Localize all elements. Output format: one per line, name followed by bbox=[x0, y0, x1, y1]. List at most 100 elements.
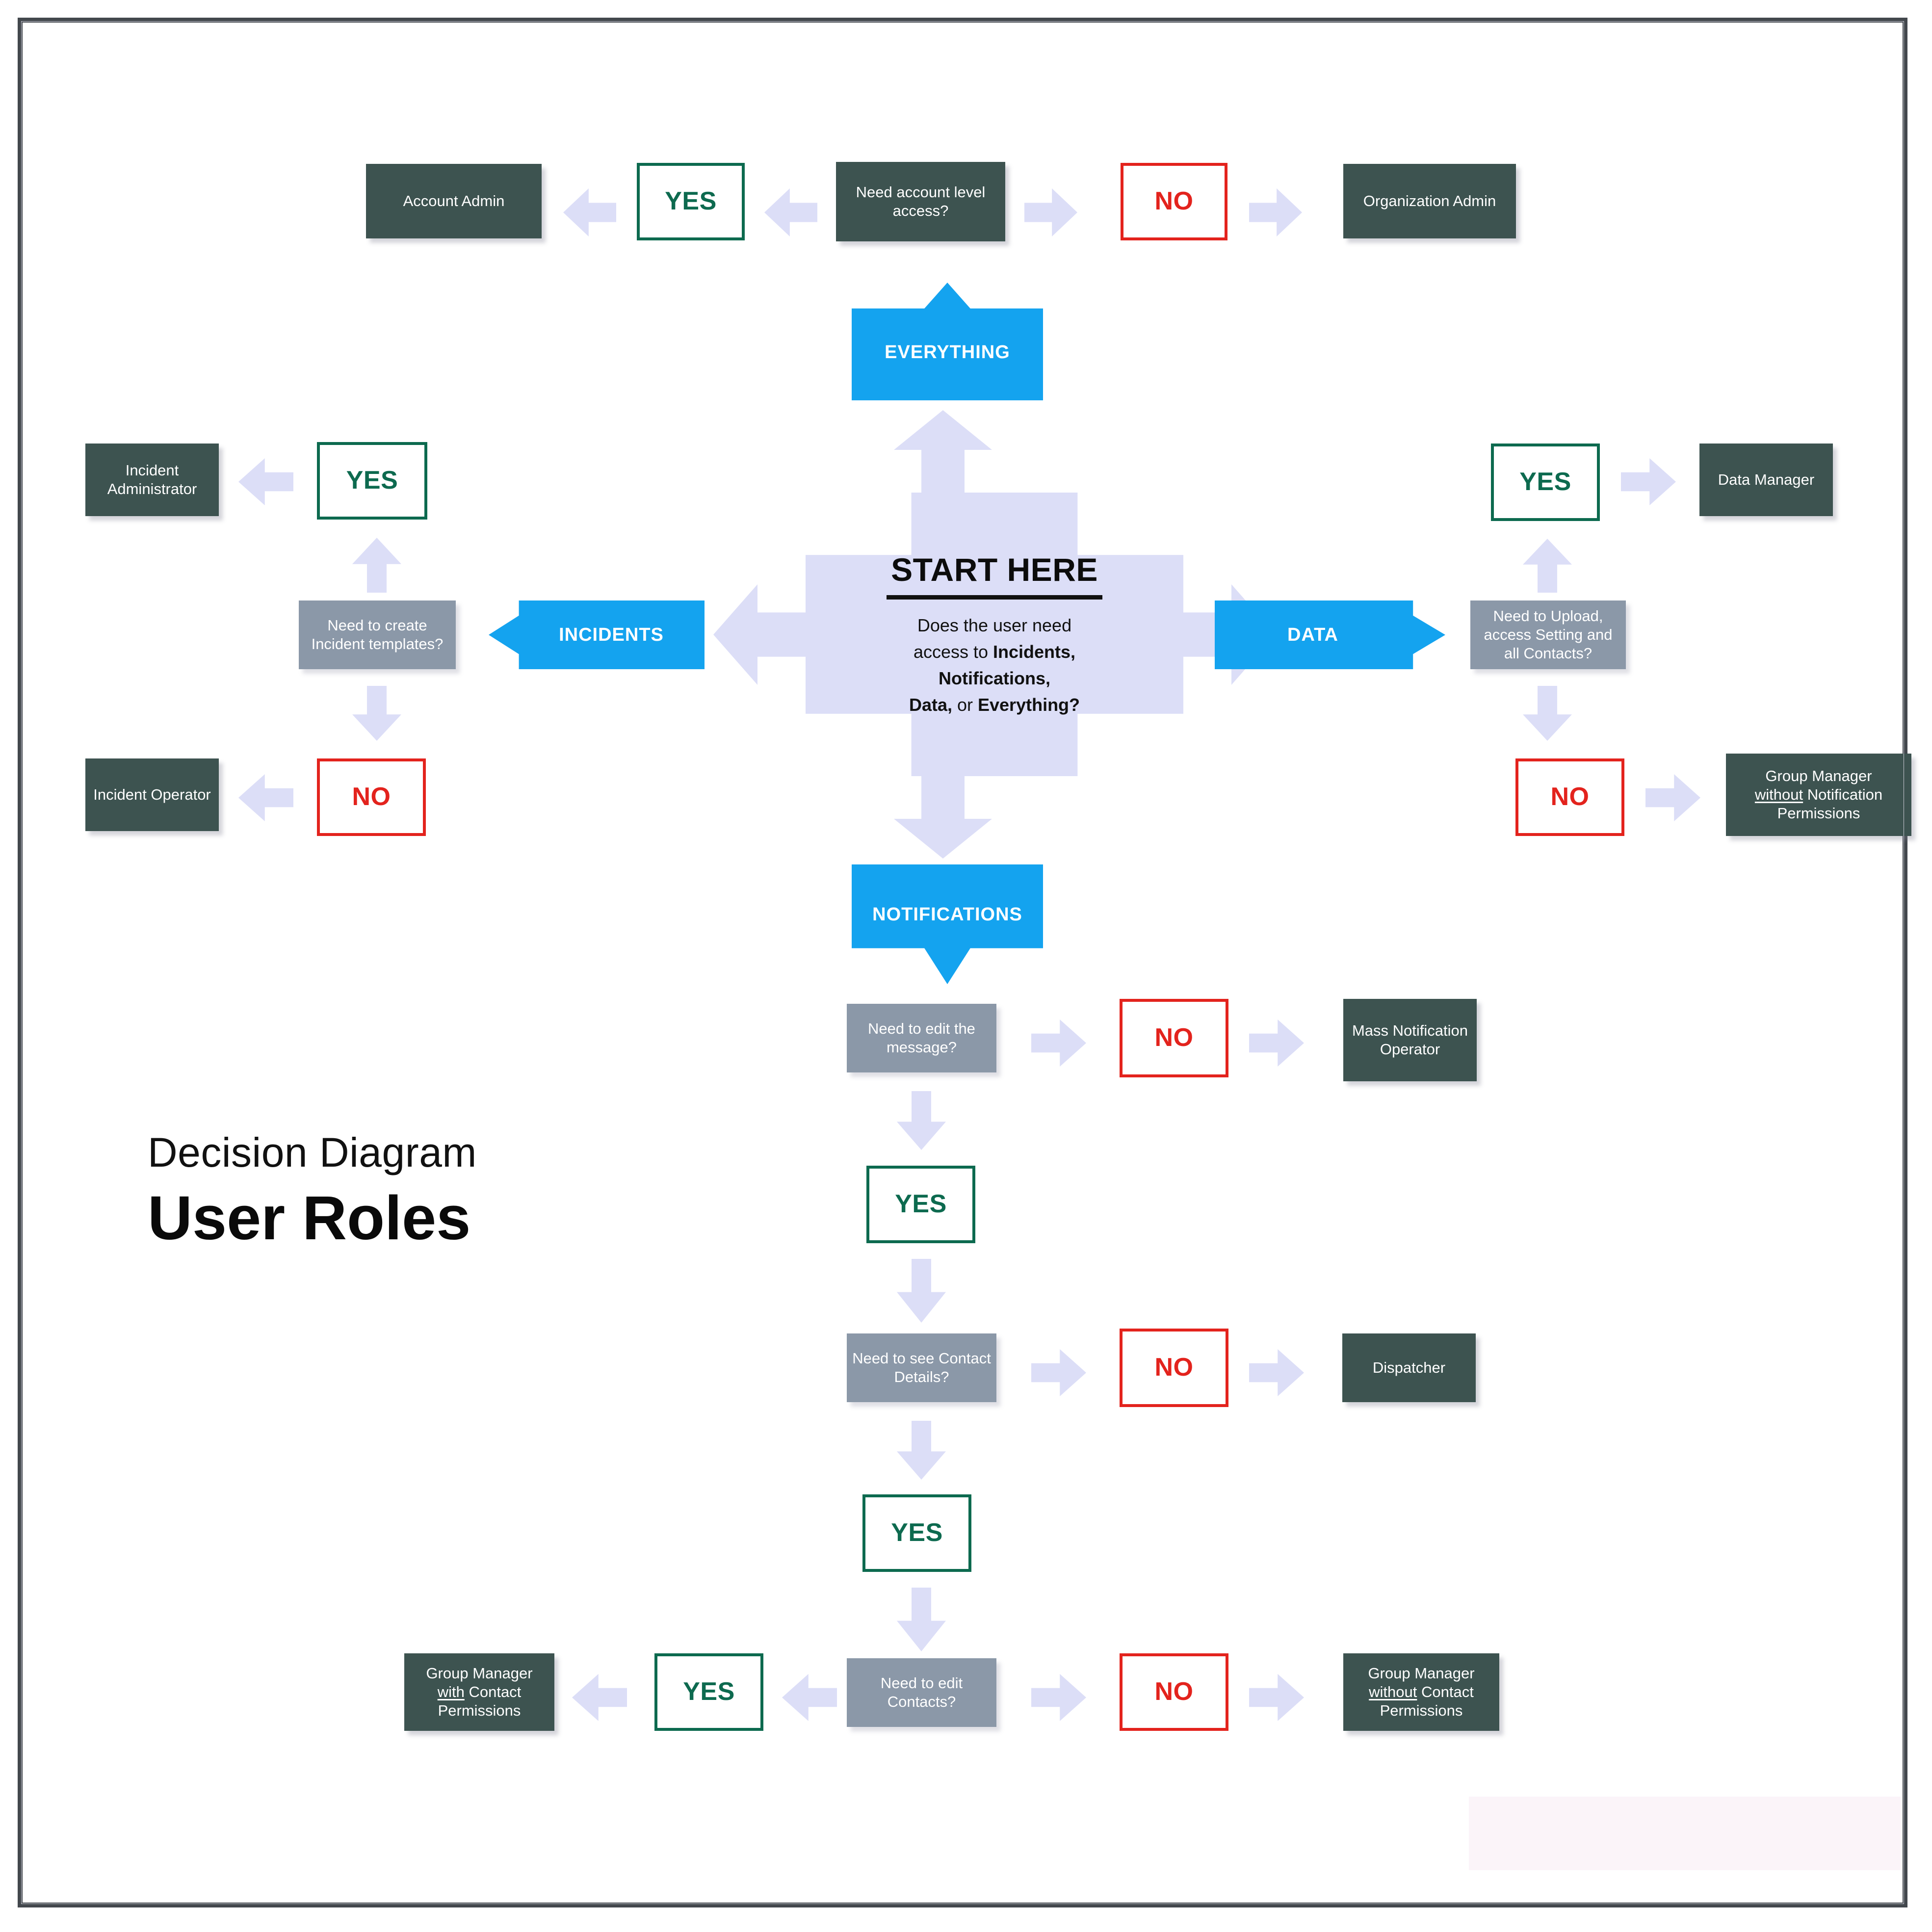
start-q-line2-bold: Incidents, bbox=[993, 641, 1076, 662]
token-no-contact-details[interactable]: NO bbox=[1120, 1329, 1228, 1407]
node-dispatcher[interactable]: Dispatcher bbox=[1342, 1333, 1476, 1402]
arrow-yes-to-edit-contacts bbox=[897, 1588, 946, 1651]
arrow-templates-to-no bbox=[352, 686, 401, 741]
arrow-no-to-dispatcher bbox=[1249, 1349, 1304, 1396]
arrow-yes-to-account-admin bbox=[563, 188, 616, 236]
node-dispatcher-label: Dispatcher bbox=[1372, 1359, 1446, 1377]
arrow-no-to-organization-admin bbox=[1249, 188, 1302, 236]
node-gm-without-contact-permissions[interactable]: Group Manager without Contact Permission… bbox=[1343, 1653, 1499, 1731]
arrow-edit-contacts-to-yes bbox=[782, 1674, 837, 1721]
node-account-level-question-label: Need account level access? bbox=[856, 183, 986, 219]
node-upload-settings-question[interactable]: Need to Upload, access Setting and all C… bbox=[1470, 600, 1626, 669]
node-account-admin[interactable]: Account Admin bbox=[366, 164, 542, 238]
node-organization-admin-label: Organization Admin bbox=[1363, 192, 1496, 210]
node-gm-with-contact-permissions[interactable]: Group Manager with Contact Permissions bbox=[404, 1653, 554, 1731]
node-incident-operator[interactable]: Incident Operator bbox=[85, 758, 219, 831]
token-no-label: NO bbox=[1154, 187, 1194, 216]
arrow-start-to-incidents bbox=[713, 584, 811, 685]
token-yes-edit-message[interactable]: YES bbox=[866, 1166, 975, 1243]
node-account-admin-label: Account Admin bbox=[403, 192, 505, 210]
node-data-manager-label: Data Manager bbox=[1718, 471, 1815, 489]
token-no-label: NO bbox=[1154, 1353, 1194, 1382]
token-no-account-level[interactable]: NO bbox=[1121, 163, 1227, 240]
gm-no-notif-line2b: Notification bbox=[1803, 786, 1883, 804]
arrow-upload-to-no bbox=[1523, 686, 1572, 741]
node-organization-admin[interactable]: Organization Admin bbox=[1343, 164, 1516, 238]
node-account-level-question[interactable]: Need account level access? bbox=[836, 162, 1005, 241]
token-no-upload-settings[interactable]: NO bbox=[1515, 758, 1624, 836]
node-gm-without-notification[interactable]: Group Manager without Notification Permi… bbox=[1726, 754, 1911, 836]
arrow-start-to-notifications bbox=[894, 770, 992, 859]
headline-title: User Roles bbox=[148, 1183, 471, 1253]
token-yes-label: YES bbox=[895, 1190, 947, 1219]
empty-placeholder-panel bbox=[1469, 1797, 1901, 1870]
arrow-contact-details-to-no bbox=[1031, 1349, 1086, 1396]
token-yes-contact-details[interactable]: YES bbox=[862, 1494, 971, 1572]
token-yes-account-level[interactable]: YES bbox=[637, 163, 745, 240]
node-edit-message-question[interactable]: Need to edit the message? bbox=[847, 1004, 996, 1072]
gm-no-notif-line3: Permissions bbox=[1777, 804, 1860, 822]
branch-data[interactable] bbox=[1215, 600, 1445, 669]
token-no-incident-templates[interactable]: NO bbox=[317, 758, 426, 836]
headline-subtitle: Decision Diagram bbox=[148, 1129, 477, 1175]
node-data-manager[interactable]: Data Manager bbox=[1699, 444, 1833, 516]
start-here-block: START HERE Does the user need access to … bbox=[806, 493, 1183, 776]
gm-no-notif-without: without bbox=[1754, 786, 1803, 804]
node-incident-templates-question[interactable]: Need to create Incident templates? bbox=[299, 600, 456, 669]
start-here-divider bbox=[887, 595, 1102, 600]
gm-without-underline: without bbox=[1369, 1683, 1417, 1701]
branch-incidents[interactable] bbox=[489, 600, 705, 669]
arrow-no-to-mass-notification-operator bbox=[1249, 1019, 1304, 1067]
gm-with-line1: Group Manager bbox=[426, 1665, 533, 1682]
token-no-edit-message[interactable]: NO bbox=[1120, 999, 1228, 1077]
gm-with-line2b: Contact bbox=[464, 1683, 522, 1701]
start-q-line4-plain: or bbox=[952, 694, 978, 715]
node-contact-details-question-label: Need to see Contact Details? bbox=[852, 1350, 991, 1385]
arrow-yes-to-data-manager bbox=[1621, 458, 1676, 505]
arrow-contact-details-to-yes bbox=[897, 1421, 946, 1480]
arrow-no-to-gm-without-notification bbox=[1645, 774, 1700, 821]
diagram-frame: Account Admin YES Need account level acc… bbox=[18, 18, 1911, 1907]
token-yes-label: YES bbox=[683, 1677, 735, 1706]
token-no-label: NO bbox=[1550, 783, 1590, 811]
arrow-yes-to-incident-administrator bbox=[238, 458, 293, 505]
gm-no-notif-line1: Group Manager bbox=[1765, 767, 1872, 785]
gm-without-line1: Group Manager bbox=[1368, 1665, 1475, 1682]
start-q-line3-bold: Notifications, bbox=[938, 668, 1050, 688]
node-incident-administrator[interactable]: Incident Administrator bbox=[85, 444, 219, 516]
node-mass-notification-operator[interactable]: Mass Notification Operator bbox=[1343, 999, 1477, 1081]
token-yes-label: YES bbox=[1519, 468, 1571, 496]
arrow-edit-contacts-to-no bbox=[1031, 1674, 1086, 1721]
start-here-question: Does the user need access to Incidents, … bbox=[909, 612, 1080, 718]
token-yes-upload-settings[interactable]: YES bbox=[1491, 444, 1600, 521]
token-no-label: NO bbox=[1154, 1023, 1194, 1052]
node-incident-templates-question-label: Need to create Incident templates? bbox=[311, 617, 444, 653]
node-edit-contacts-question[interactable]: Need to edit Contacts? bbox=[847, 1658, 996, 1727]
node-contact-details-question[interactable]: Need to see Contact Details? bbox=[847, 1333, 996, 1402]
start-here-title: START HERE bbox=[891, 551, 1098, 588]
gm-without-line2b: Contact bbox=[1417, 1683, 1474, 1701]
node-edit-contacts-question-label: Need to edit Contacts? bbox=[880, 1674, 963, 1710]
arrow-start-to-everything bbox=[894, 410, 992, 498]
token-yes-incident-templates[interactable]: YES bbox=[317, 442, 427, 520]
arrow-upload-to-yes bbox=[1523, 539, 1572, 593]
arrow-templates-to-yes bbox=[352, 538, 401, 593]
gm-without-line3: Permissions bbox=[1380, 1701, 1463, 1719]
token-yes-label: YES bbox=[891, 1518, 943, 1547]
arrow-edit-message-to-yes bbox=[897, 1091, 946, 1150]
node-gm-with-contact-label: Group Manager with Contact Permissions bbox=[426, 1664, 532, 1720]
token-yes-edit-contacts[interactable]: YES bbox=[654, 1653, 763, 1731]
arrow-no-to-gm-without-contact bbox=[1249, 1674, 1304, 1721]
start-q-line2-plain: access to bbox=[913, 641, 993, 662]
branch-everything[interactable] bbox=[852, 283, 1043, 400]
branch-notifications[interactable] bbox=[852, 864, 1043, 984]
headline-block: Decision Diagram User Roles bbox=[148, 1129, 736, 1253]
node-gm-without-notification-label: Group Manager without Notification Permi… bbox=[1755, 767, 1882, 822]
node-incident-administrator-label: Incident Administrator bbox=[107, 462, 197, 497]
arrow-no-to-incident-operator bbox=[238, 774, 293, 821]
start-q-line4-bold-a: Data, bbox=[909, 694, 952, 715]
node-mass-notification-operator-label: Mass Notification Operator bbox=[1352, 1022, 1468, 1058]
token-no-edit-contacts[interactable]: NO bbox=[1120, 1653, 1228, 1731]
token-yes-label: YES bbox=[346, 466, 398, 495]
token-yes-label: YES bbox=[665, 187, 717, 216]
